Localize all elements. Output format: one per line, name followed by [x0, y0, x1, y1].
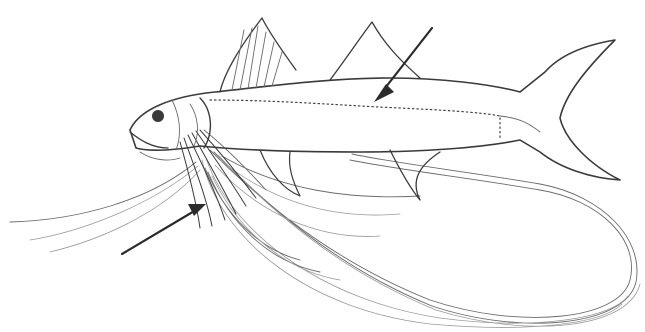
fish-body	[130, 18, 620, 200]
eye	[152, 110, 164, 122]
pectoral-filaments	[10, 150, 640, 327]
arrow-pectoral-rays	[122, 204, 206, 254]
